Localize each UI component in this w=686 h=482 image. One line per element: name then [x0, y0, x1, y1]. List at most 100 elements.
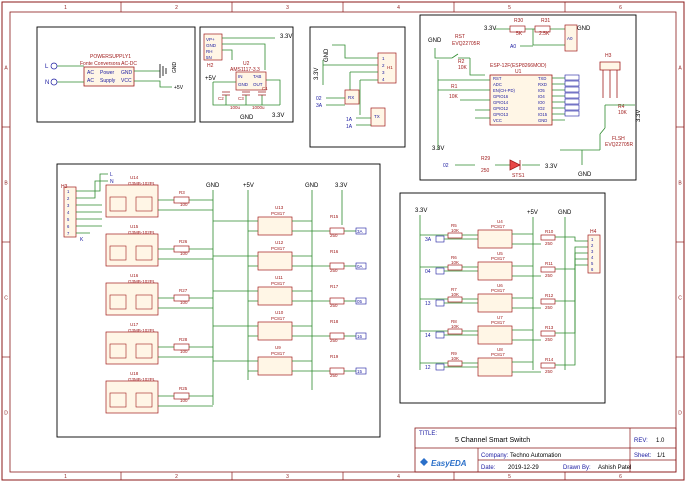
triac-relay-triac	[109, 343, 127, 359]
triac-v33: 3.3V	[335, 183, 347, 189]
triac-header-pin: 1	[67, 189, 70, 194]
triac-rows: U14G3MB-102PLR3100U13PC817R152503AU15G3M…	[105, 175, 367, 414]
rev-value: 1.0	[656, 438, 665, 444]
triac-relay-triac	[109, 245, 127, 261]
esp-h3: H3	[605, 53, 612, 59]
ps-desc: Fonte Conversora AC-DC	[80, 61, 137, 67]
reg-vin: +5V	[205, 76, 216, 82]
reg-header-pin-3: RH	[206, 49, 213, 54]
esp-left-pin-label: GPIO13	[493, 112, 509, 117]
triac-header-pin: 3	[67, 203, 70, 208]
date-label: Date:	[481, 465, 496, 471]
input-resistor-ref: R8	[451, 319, 457, 324]
input-header-pin: 6	[591, 267, 594, 272]
triac-opto-ref: U12	[275, 240, 284, 245]
esp-h3-body	[599, 61, 621, 98]
date-value: 2019-12-29	[508, 465, 539, 471]
h1-left-label-1: 02	[316, 96, 322, 102]
company-value: Techno Automation	[510, 453, 561, 459]
input-resistor-ref: R6	[451, 255, 457, 260]
triac-relay-part: G3MB-102PL	[128, 279, 156, 284]
esp-left-wires	[437, 60, 490, 150]
esp-rst: RST	[455, 34, 465, 40]
input-out-resistor-body	[540, 330, 556, 337]
triac-v5: +5V	[243, 183, 254, 189]
sheet-value: 1/1	[657, 453, 666, 459]
triac-relay-led	[135, 245, 153, 261]
ps-pin-gnd: GND	[121, 70, 133, 76]
easyeda-logo-icon	[420, 458, 428, 466]
triac-opto-body	[257, 356, 293, 376]
reg-ref: U2	[243, 61, 250, 67]
frame-col-label: 1	[64, 5, 67, 11]
h1-ref: H1	[387, 65, 393, 70]
triac-relay-part: G3MB-102PL	[128, 230, 156, 235]
ps-out-vcc: +5V	[174, 85, 184, 91]
esp-gnd-top: GND	[577, 26, 591, 32]
title-block-lines	[415, 428, 676, 472]
esp-left-pin-label: VCC	[493, 118, 502, 123]
ps-out-gnd: GND	[172, 62, 178, 74]
triac-opto-ref: U11	[275, 275, 283, 280]
input-rails	[419, 215, 566, 370]
esp-r31-val: 2.5K	[539, 31, 550, 37]
h1-lower-wires	[326, 97, 371, 126]
easyeda-logo-text: EasyEDA	[431, 459, 467, 468]
h1-sig-gnd: GND	[324, 48, 330, 62]
input-resistor-body	[447, 360, 463, 367]
reg-header-pin-2: GND	[206, 43, 217, 48]
esp-right-ports	[564, 74, 580, 117]
triac-opto-part: PC817	[271, 351, 285, 356]
triac-relay-triac	[109, 392, 127, 408]
title-text: 5 Channel Smart Switch	[455, 437, 530, 444]
frame-col-label: 2	[175, 474, 178, 480]
triac-relay-body	[105, 282, 159, 316]
input-opto-ref: U5	[497, 251, 503, 256]
reg-vout-top: 3.3V	[280, 34, 292, 40]
h1-tx: TX	[374, 114, 380, 119]
h1-rx: RX	[348, 95, 354, 100]
esp-net-port	[564, 86, 580, 93]
ps-pin-supply: Supply	[100, 78, 116, 84]
esp-module-part: ESP-12F(ESP8266MOD)	[490, 63, 547, 69]
triac-relay-part: G3MB-102PL	[128, 328, 156, 333]
frame-row-label: C	[4, 296, 8, 302]
frame-row-label: A	[678, 66, 682, 72]
triac-net-label: 05	[357, 299, 363, 304]
triac-header	[63, 186, 77, 238]
triac-relay-body	[105, 331, 159, 365]
esp-rst-switch	[434, 48, 485, 76]
reg-cap-c1: C1	[262, 86, 268, 91]
ps-pin-vcc: VCC	[121, 78, 132, 84]
triac-opto-ref: U10	[275, 310, 284, 315]
triac-header-pin: 7	[67, 231, 70, 236]
input-header-pin: 2	[591, 243, 594, 248]
triac-opto-body	[257, 251, 293, 271]
regulator-block	[199, 26, 294, 123]
ps-in-n-port	[50, 78, 58, 86]
frame-col-label: 6	[619, 5, 622, 11]
reg-cap-val2: 1000u	[252, 105, 265, 110]
input-opto-ref: U4	[497, 219, 503, 224]
ps-in-l: L	[45, 64, 49, 70]
frame-row-label: D	[678, 411, 682, 417]
triac-opto-resistor-ref: R17	[330, 284, 339, 289]
input-resistor-body	[447, 296, 463, 303]
esp-net-port	[564, 92, 580, 99]
triac-relay-ref: U15	[130, 224, 139, 229]
input-net-port	[435, 235, 445, 243]
input-opto-body	[477, 357, 513, 377]
esp-r30-body	[509, 25, 526, 33]
frame-col-label: 3	[286, 474, 289, 480]
frame-row-label: B	[678, 181, 682, 187]
rev-label: REV:	[634, 438, 648, 444]
triac-header-pin: 2	[67, 196, 70, 201]
triac-header-pin: 5	[67, 217, 70, 222]
ps-pin-ac2: AC	[87, 78, 94, 84]
input-gnd: GND	[558, 210, 572, 216]
triac-net-label: 0A	[357, 264, 363, 269]
input-out-resistor-val: 250	[545, 337, 553, 342]
esp-left-pin-label: GPIO16	[493, 94, 509, 99]
